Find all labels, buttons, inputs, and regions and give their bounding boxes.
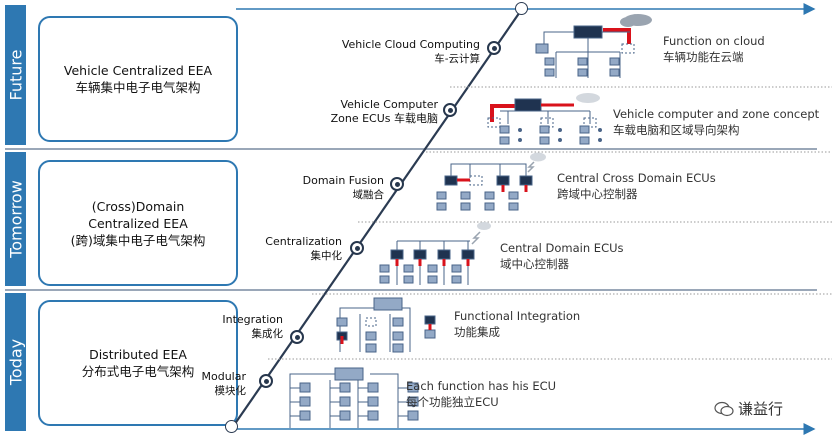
caption-vehicle-computer: Vehicle computer and zone concept 车载电脑和区… xyxy=(613,106,819,138)
caption-zh-modular: 每个功能独立ECU xyxy=(406,395,499,409)
era-box-future: Vehicle Centralized EEA 车辆集中电子电气架构 xyxy=(38,16,238,142)
stage-node-centralization xyxy=(350,241,364,255)
stage-zh-integration: 集成化 xyxy=(251,328,284,340)
caption-en-vehicle-cloud: Function on cloud xyxy=(663,34,765,48)
stage-label-modular: Modular 模块化 xyxy=(202,370,247,398)
stage-label-integration: Integration 集成化 xyxy=(222,313,283,341)
era-band-tomorrow: Tomorrow xyxy=(5,152,26,286)
stage-en-vehicle-computer-line1: Vehicle Computer xyxy=(340,98,438,111)
stage-en-domain-fusion: Domain Fusion xyxy=(302,174,384,187)
caption-zh-integration: 功能集成 xyxy=(454,325,500,339)
illustration-integration xyxy=(336,297,436,353)
illustration-vehicle-computer xyxy=(487,93,602,145)
stage-en-integration: Integration xyxy=(222,313,283,326)
stage-label-centralization: Centralization 集中化 xyxy=(265,235,342,263)
watermark-text: 谦益行 xyxy=(738,400,784,418)
watermark: 谦益行 xyxy=(714,398,783,419)
stage-label-vehicle-computer: Vehicle Computer Zone ECUs 车载电脑 xyxy=(331,98,438,126)
stage-zh-vehicle-cloud: 车-云计算 xyxy=(434,53,480,65)
stage-zh-domain-fusion: 域融合 xyxy=(352,189,385,201)
timeline-end-circle xyxy=(515,2,528,15)
era-box-today: Distributed EEA 分布式电子电气架构 xyxy=(38,300,238,426)
era-separator xyxy=(5,148,817,150)
wechat-icon xyxy=(714,401,734,416)
stage-zh-centralization: 集中化 xyxy=(310,250,343,262)
era-title-tomorrow-line1: (Cross)Domain xyxy=(91,198,185,214)
illustration-centralization xyxy=(379,222,491,285)
caption-modular: Each function has his ECU 每个功能独立ECU xyxy=(406,378,556,410)
caption-en-domain-fusion: Central Cross Domain ECUs xyxy=(557,171,716,185)
caption-en-integration: Functional Integration xyxy=(454,309,581,323)
era-separator xyxy=(5,289,817,291)
caption-zh-vehicle-computer: 车载电脑和区域导向架构 xyxy=(613,123,740,137)
stage-node-vehicle-cloud xyxy=(487,41,501,55)
stage-en-modular: Modular xyxy=(201,370,247,383)
stage-label-domain-fusion: Domain Fusion 域融合 xyxy=(303,174,384,202)
era-title-tomorrow-line2: Centralized EEA xyxy=(88,215,188,231)
stage-node-vehicle-computer xyxy=(443,103,457,117)
stage-en-centralization: Centralization xyxy=(265,235,342,248)
stage-en-vehicle-computer-line2: Zone ECUs 车载电脑 xyxy=(330,112,438,125)
illustration-modular xyxy=(289,367,419,428)
caption-domain-fusion: Central Cross Domain ECUs 跨域中心控制器 xyxy=(557,170,716,202)
era-subtitle-tomorrow: (跨)域集中电子电气架构 xyxy=(70,232,206,248)
era-title-future: Vehicle Centralized EEA xyxy=(63,63,213,78)
caption-zh-vehicle-cloud: 车辆功能在云端 xyxy=(663,50,744,64)
era-band-today: Today xyxy=(5,293,26,431)
caption-en-centralization: Central Domain ECUs xyxy=(500,241,624,255)
era-subtitle-future: 车辆集中电子电气架构 xyxy=(75,80,201,95)
era-band-future: Future xyxy=(5,5,26,145)
stage-en-vehicle-cloud: Vehicle Cloud Computing xyxy=(341,38,480,51)
evolution-diagonal xyxy=(231,8,523,429)
stage-zh-modular: 模块化 xyxy=(214,385,247,397)
stage-node-integration xyxy=(290,330,304,344)
timeline-start-circle xyxy=(225,420,238,433)
era-title-today: Distributed EEA xyxy=(89,347,187,362)
era-box-tomorrow: (Cross)Domain Centralized EEA (跨)域集中电子电气… xyxy=(38,160,238,286)
illustration-domain-fusion xyxy=(436,152,546,211)
stage-node-modular xyxy=(259,374,273,388)
caption-en-vehicle-computer: Vehicle computer and zone concept xyxy=(613,107,820,121)
caption-integration: Functional Integration 功能集成 xyxy=(454,308,580,340)
stage-node-domain-fusion xyxy=(390,177,404,191)
caption-zh-centralization: 域中心控制器 xyxy=(500,257,569,271)
caption-centralization: Central Domain ECUs 域中心控制器 xyxy=(500,240,624,272)
era-subtitle-today: 分布式电子电气架构 xyxy=(81,364,195,379)
stage-label-vehicle-cloud: Vehicle Cloud Computing 车-云计算 xyxy=(342,38,480,66)
caption-zh-domain-fusion: 跨域中心控制器 xyxy=(557,187,638,201)
caption-en-modular: Each function has his ECU xyxy=(406,379,557,393)
caption-vehicle-cloud: Function on cloud 车辆功能在云端 xyxy=(663,33,765,65)
illustration-vehicle-cloud xyxy=(535,14,652,78)
